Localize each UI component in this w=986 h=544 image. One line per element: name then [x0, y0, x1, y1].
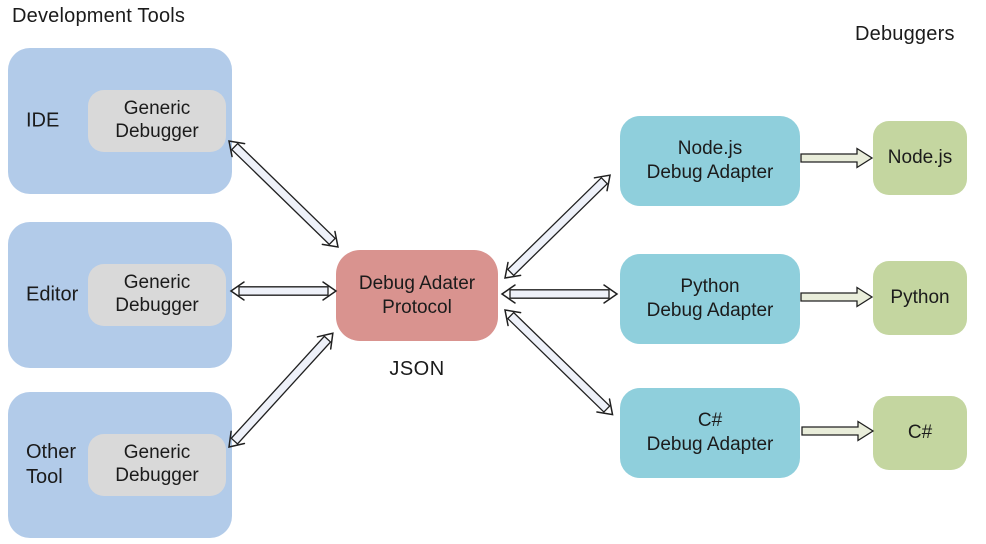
- generic-debugger-label-line1: Generic: [123, 98, 191, 120]
- generic-debugger-label-line1: Generic: [123, 272, 191, 294]
- tool-label: Other Tool: [26, 441, 77, 488]
- protocol-title-line2: Protocol: [382, 296, 452, 318]
- json-caption: JSON: [389, 358, 445, 380]
- adapter-box-python: Python Debug Adapter: [620, 254, 800, 344]
- adapter-label-line1: Node.js: [677, 138, 743, 160]
- debuggers-header: Debuggers: [855, 23, 955, 45]
- debugger-label: Node.js: [887, 147, 953, 168]
- generic-debugger-label-line2: Debugger: [115, 295, 199, 316]
- tool-box-editor: Editor Generic Debugger: [8, 222, 232, 368]
- adapter-label-line1: Python: [680, 276, 740, 298]
- tool-label: IDE: [26, 109, 60, 132]
- adapter-label-line1: C#: [697, 410, 723, 432]
- adapter-label-line2: Debug Adapter: [646, 162, 774, 183]
- arrow-ide-dap: [228, 140, 339, 248]
- tool-label: Editor: [26, 283, 79, 306]
- arrow-csharp-adapter-csharp: [801, 420, 875, 442]
- protocol-title-line1: Debug Adater: [358, 272, 476, 294]
- tool-box-ide: IDE Generic Debugger: [8, 48, 232, 194]
- tool-box-other-tool: Other Tool Generic Debugger: [8, 392, 232, 538]
- debugger-label: Python: [890, 287, 950, 308]
- arrow-python-adapter-python: [800, 286, 874, 308]
- generic-debugger-label-line2: Debugger: [115, 121, 199, 142]
- adapter-box-nodejs: Node.js Debug Adapter: [620, 116, 800, 206]
- arrow-dap-python-adapter: [500, 284, 619, 304]
- adapter-label-line2: Debug Adapter: [646, 300, 774, 321]
- arrow-editor-dap: [229, 281, 338, 301]
- debugger-box-csharp: C#: [873, 396, 967, 470]
- adapter-box-csharp: C# Debug Adapter: [620, 388, 800, 478]
- debugger-box-python: Python: [873, 261, 967, 335]
- arrow-dap-nodejs-adapter: [504, 174, 611, 279]
- generic-debugger-box: Generic Debugger: [88, 434, 226, 496]
- arrow-dap-csharp-adapter: [504, 309, 614, 416]
- arrow-nodejs-adapter-nodejs: [800, 147, 874, 169]
- adapter-label-line2: Debug Adapter: [646, 434, 774, 455]
- debug-adapter-protocol-box: Debug Adater Protocol: [336, 250, 498, 341]
- generic-debugger-label-line2: Debugger: [115, 465, 199, 486]
- generic-debugger-label-line1: Generic: [123, 442, 191, 464]
- debugger-box-nodejs: Node.js: [873, 121, 967, 195]
- generic-debugger-box: Generic Debugger: [88, 90, 226, 152]
- development-tools-header: Development Tools: [12, 5, 186, 27]
- debugger-label: C#: [907, 422, 933, 443]
- arrow-othertool-dap: [228, 332, 334, 448]
- generic-debugger-box: Generic Debugger: [88, 264, 226, 326]
